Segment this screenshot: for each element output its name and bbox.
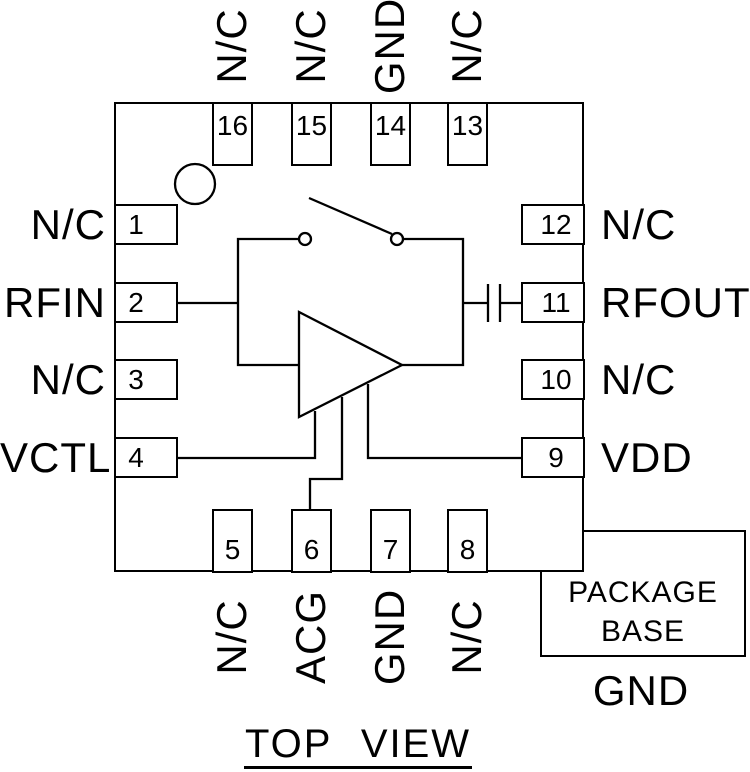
- pin-number-13: 13: [451, 110, 484, 141]
- pin-label-12: N/C: [601, 201, 677, 248]
- pin-label-6: ACG: [287, 590, 334, 685]
- pin-label-1: N/C: [30, 201, 106, 248]
- pad-pin-2: 2: [114, 282, 178, 323]
- pin-label-8: N/C: [443, 599, 490, 675]
- pin-number-14: 14: [374, 110, 407, 141]
- pin-number-15: 15: [295, 110, 328, 141]
- pin-number-1: 1: [128, 208, 144, 240]
- pad-pin-14: 14: [370, 102, 411, 166]
- pin-label-11: RFOUT: [601, 279, 750, 326]
- pin-label-5: N/C: [208, 599, 255, 675]
- pin-number-3: 3: [128, 363, 144, 395]
- pad-pin-5: 5: [212, 509, 253, 573]
- pin-number-10: 10: [540, 363, 572, 395]
- pin-label-4: VCTL: [0, 434, 112, 481]
- pin-number-7: 7: [382, 534, 399, 565]
- pad-pin-11: 11: [521, 282, 585, 323]
- pin-label-14: GND: [366, 0, 413, 95]
- pin-label-7: GND: [366, 588, 413, 686]
- pin-number-11: 11: [541, 286, 571, 318]
- pad-pin-15: 15: [291, 102, 332, 166]
- pin-label-15: N/C: [287, 8, 334, 84]
- package-base-ground-label: GND: [592, 667, 690, 714]
- package-body: [114, 102, 584, 572]
- pin-label-16: N/C: [208, 8, 255, 84]
- pad-pin-10: 10: [521, 359, 585, 400]
- package-base-box: PACKAGE BASE: [540, 530, 746, 657]
- pad-pin-12: 12: [521, 204, 585, 245]
- pin-number-12: 12: [540, 208, 572, 240]
- package-base-line1: PACKAGE: [568, 576, 718, 609]
- pin-number-16: 16: [216, 110, 249, 141]
- pin-label-13: N/C: [443, 8, 490, 84]
- pin-label-3: N/C: [30, 356, 106, 403]
- pad-pin-6: 6: [291, 509, 332, 573]
- pin-label-2: RFIN: [4, 279, 106, 326]
- pad-pin-9: 9: [521, 437, 585, 478]
- pad-pin-4: 4: [114, 437, 178, 478]
- pad-pin-1: 1: [114, 204, 178, 245]
- pin-number-6: 6: [303, 534, 320, 565]
- pad-pin-8: 8: [447, 509, 488, 573]
- pin-number-5: 5: [224, 534, 241, 565]
- pad-pin-13: 13: [447, 102, 488, 166]
- package-base-line2: BASE: [600, 615, 686, 648]
- view-caption: TOP VIEW: [244, 722, 472, 769]
- pad-pin-16: 16: [212, 102, 253, 166]
- pin-number-8: 8: [459, 534, 476, 565]
- pin-label-10: N/C: [601, 356, 677, 403]
- pad-pin-3: 3: [114, 359, 178, 400]
- pin-label-9: VDD: [601, 434, 693, 481]
- pin-number-4: 4: [128, 441, 144, 473]
- pin-number-2: 2: [128, 286, 144, 318]
- pad-pin-7: 7: [370, 509, 411, 573]
- pin-number-9: 9: [548, 441, 564, 473]
